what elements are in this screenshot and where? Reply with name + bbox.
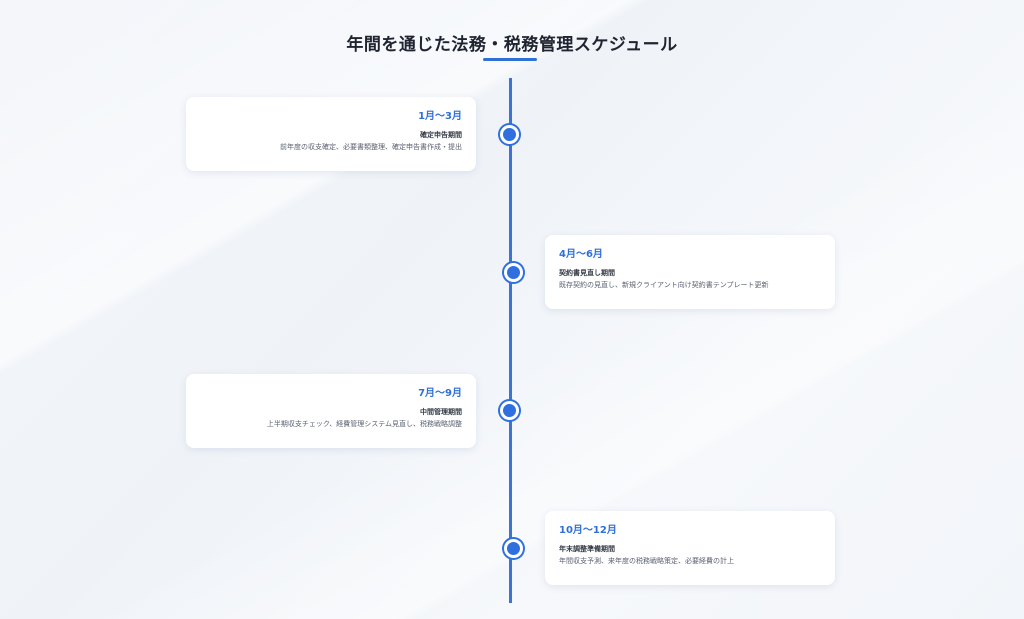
timeline-dot-q1 bbox=[500, 125, 519, 144]
timeline-dot-q3 bbox=[500, 401, 519, 420]
page-title: 年間を通じた法務・税務管理スケジュール bbox=[346, 35, 678, 55]
timeline-period: 4月〜6月 bbox=[559, 249, 603, 260]
timeline-card-q1: 1月〜3月 確定申告期間 前年度の収支確定、必要書類整理、確定申告書作成・提出 bbox=[186, 97, 476, 171]
timeline-card-q4: 10月〜12月 年末調整準備期間 年間収支予測、来年度の税務戦略策定、必要経費の… bbox=[545, 511, 835, 585]
timeline-phase: 年末調整準備期間 bbox=[559, 545, 615, 553]
timeline-description: 上半期収支チェック、経費管理システム見直し、税務戦略調整 bbox=[266, 420, 462, 428]
timeline-description: 既存契約の見直し、新規クライアント向け契約書テンプレート更新 bbox=[559, 281, 769, 289]
timeline-dot-q2 bbox=[504, 263, 523, 282]
timeline-period: 10月〜12月 bbox=[559, 525, 617, 536]
timeline-description: 年間収支予測、来年度の税務戦略策定、必要経費の計上 bbox=[559, 557, 734, 565]
timeline-dot-q4 bbox=[504, 539, 523, 558]
timeline-period: 7月〜9月 bbox=[418, 388, 462, 399]
timeline-phase: 契約書見直し期間 bbox=[559, 269, 615, 277]
timeline-axis bbox=[509, 78, 512, 603]
timeline-card-q2: 4月〜6月 契約書見直し期間 既存契約の見直し、新規クライアント向け契約書テンプ… bbox=[545, 235, 835, 309]
title-underline bbox=[483, 58, 537, 61]
timeline-card-q3: 7月〜9月 中間管理期間 上半期収支チェック、経費管理システム見直し、税務戦略調… bbox=[186, 374, 476, 448]
timeline-phase: 確定申告期間 bbox=[420, 131, 462, 139]
timeline-period: 1月〜3月 bbox=[418, 111, 462, 122]
timeline-description: 前年度の収支確定、必要書類整理、確定申告書作成・提出 bbox=[280, 143, 462, 151]
timeline-phase: 中間管理期間 bbox=[420, 408, 462, 416]
